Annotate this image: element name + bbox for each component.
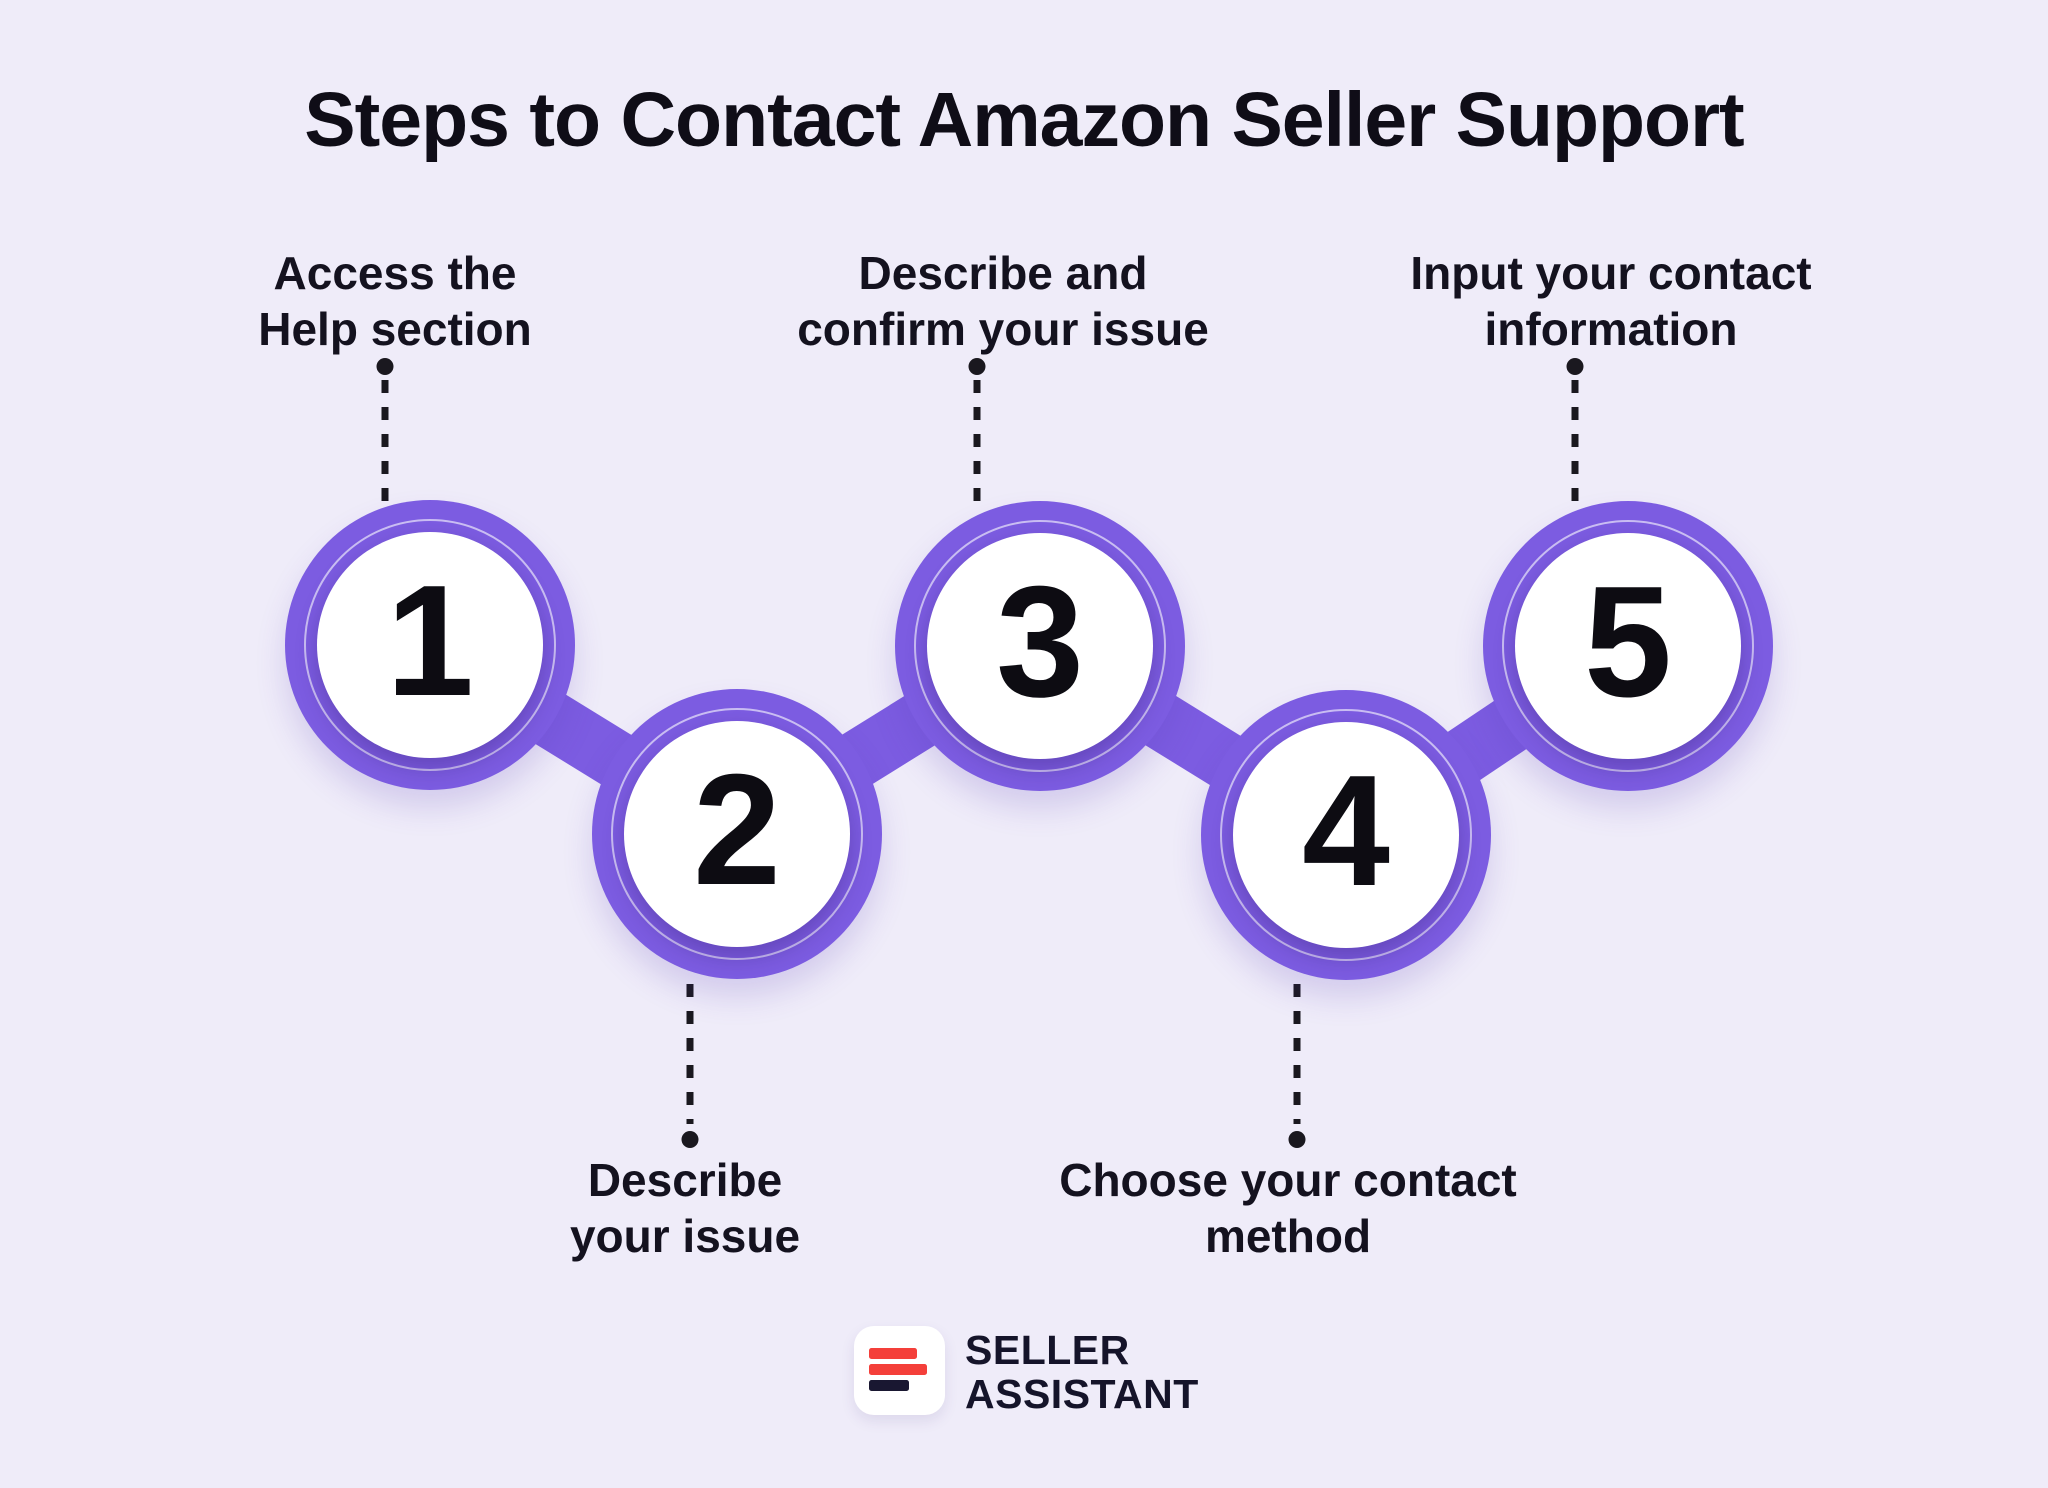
circle-inner-arc [1220, 709, 1472, 961]
dotted-line-step-2 [681, 984, 698, 1148]
step-number: 3 [996, 554, 1084, 730]
circle-inner-arc [304, 519, 556, 771]
step-label-4: Choose your contact method [1059, 1152, 1517, 1264]
dotted-line-step-4 [1288, 984, 1305, 1148]
dashed-segment [686, 984, 693, 1124]
step-label-line: information [1484, 303, 1738, 356]
step-label-line: your issue [569, 1210, 801, 1263]
step-label-line: Describe [587, 1154, 783, 1206]
circle-face: 1 [317, 532, 543, 758]
dotted-line-step-5 [1566, 358, 1583, 502]
circle-inner-arc [1502, 520, 1754, 772]
circle-face: 2 [624, 721, 850, 947]
dashed-segment [973, 380, 980, 502]
page-title: Steps to Contact Amazon Seller Support [304, 77, 1744, 163]
dot-endpoint [376, 358, 393, 375]
dashed-segment [1571, 380, 1578, 502]
step-label-line: Help section [258, 303, 532, 356]
step-circle-2: 2 [592, 689, 882, 979]
dashed-segment [1293, 984, 1300, 1124]
dot-endpoint [681, 1131, 698, 1148]
logo-bar-dark-bottom [869, 1380, 909, 1391]
step-label-line: Input your contact [1410, 247, 1812, 299]
seller-assistant-logo: SELLER ASSISTANT [854, 1326, 1199, 1416]
step-label-3: Describe and confirm your issue [797, 245, 1209, 357]
step-number: 5 [1584, 554, 1672, 730]
circle-inner-arc [914, 520, 1166, 772]
circle-face: 4 [1233, 722, 1459, 948]
logo-text-line-1: SELLER [965, 1327, 1130, 1373]
step-label-2: Describe your issue [570, 1152, 800, 1264]
step-circle-3: 3 [895, 501, 1185, 791]
dotted-line-step-1 [376, 358, 393, 502]
circle-face: 5 [1515, 533, 1741, 759]
step-number: 4 [1302, 743, 1390, 919]
step-circle-4: 4 [1201, 690, 1491, 980]
circle-face: 3 [927, 533, 1153, 759]
step-label-5: Input your contact information [1410, 245, 1811, 357]
step-number: 1 [386, 553, 474, 729]
step-circle-5: 5 [1483, 501, 1773, 791]
dot-endpoint [1566, 358, 1583, 375]
logo-bar-red-middle [869, 1364, 927, 1375]
dashed-segment [381, 380, 388, 502]
logo-bar-red-top [869, 1348, 917, 1359]
step-circle-1: 1 [285, 500, 575, 790]
step-label-line: Choose your contact [1059, 1154, 1517, 1206]
step-label-line: Access the [273, 247, 517, 299]
seller-assistant-logo-text: SELLER ASSISTANT [965, 1326, 1199, 1416]
dot-endpoint [968, 358, 985, 375]
circle-inner-arc [611, 708, 863, 960]
step-label-line: confirm your issue [797, 303, 1209, 356]
step-label-line: method [1204, 1210, 1372, 1263]
dot-endpoint [1288, 1131, 1305, 1148]
dotted-line-step-3 [968, 358, 985, 502]
seller-assistant-logo-icon [854, 1326, 945, 1415]
step-label-line: Describe and [858, 247, 1148, 299]
logo-text-line-2: ASSISTANT [965, 1371, 1199, 1417]
step-label-1: Access the Help section [258, 245, 532, 357]
step-number: 2 [693, 742, 781, 918]
